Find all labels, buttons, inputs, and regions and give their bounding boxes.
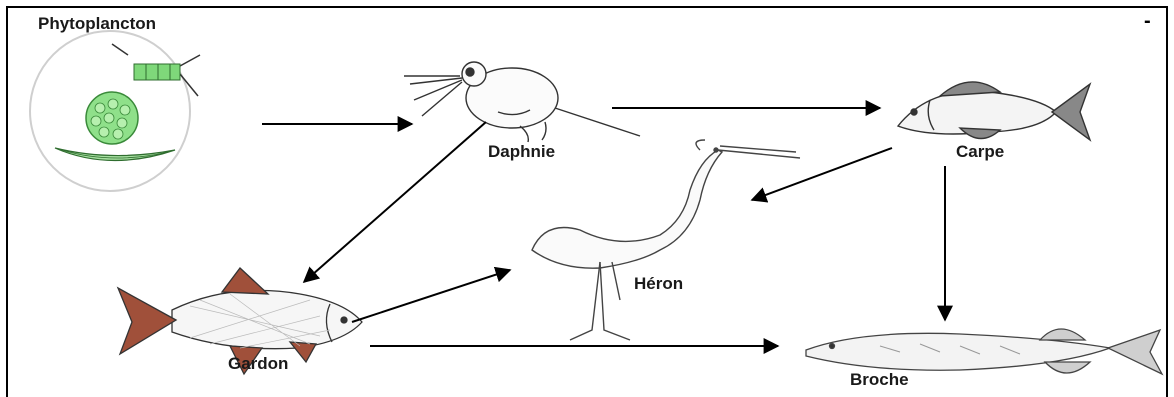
label-carpe: Carpe xyxy=(956,142,1004,162)
heron-illustration xyxy=(532,140,800,340)
arrow-gardon-heron xyxy=(352,270,510,322)
label-broche: Broche xyxy=(850,370,909,390)
daphnie-illustration xyxy=(404,62,640,142)
label-gardon: Gardon xyxy=(228,354,288,374)
green-colony-icon xyxy=(86,92,138,144)
label-phytoplancton: Phytoplancton xyxy=(38,14,156,34)
label-heron: Héron xyxy=(634,274,683,294)
arrow-daphnie-gardon xyxy=(304,122,486,282)
broche-illustration xyxy=(806,329,1162,374)
carpe-illustration xyxy=(898,82,1090,140)
label-daphnie: Daphnie xyxy=(488,142,555,162)
phytoplancton-illustration xyxy=(30,31,200,191)
